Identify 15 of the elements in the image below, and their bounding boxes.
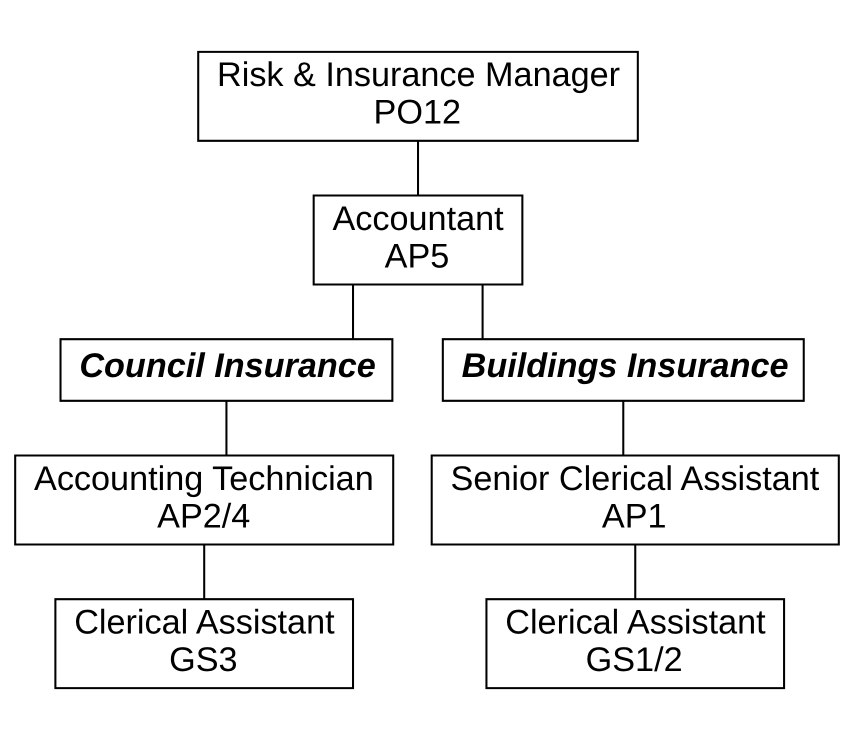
connector	[622, 400, 624, 455]
connector	[482, 284, 484, 339]
node-box: Council Insurance	[60, 338, 394, 402]
node-box: Senior Clerical Assistant AP1	[430, 454, 840, 545]
node-box: Risk & Insurance Manager PO12	[197, 50, 639, 142]
node-box: Accountant AP5	[312, 194, 524, 285]
node-box: Accounting Technician AP2/4	[14, 454, 394, 545]
node-box: Clerical Assistant GS3	[54, 598, 354, 689]
node-box: Clerical Assistant GS1/2	[485, 598, 786, 689]
connector	[417, 140, 420, 195]
connector	[352, 284, 354, 339]
connector	[634, 544, 636, 599]
node-box: Buildings Insurance	[442, 338, 805, 402]
connector	[203, 544, 206, 599]
connector	[225, 400, 228, 455]
